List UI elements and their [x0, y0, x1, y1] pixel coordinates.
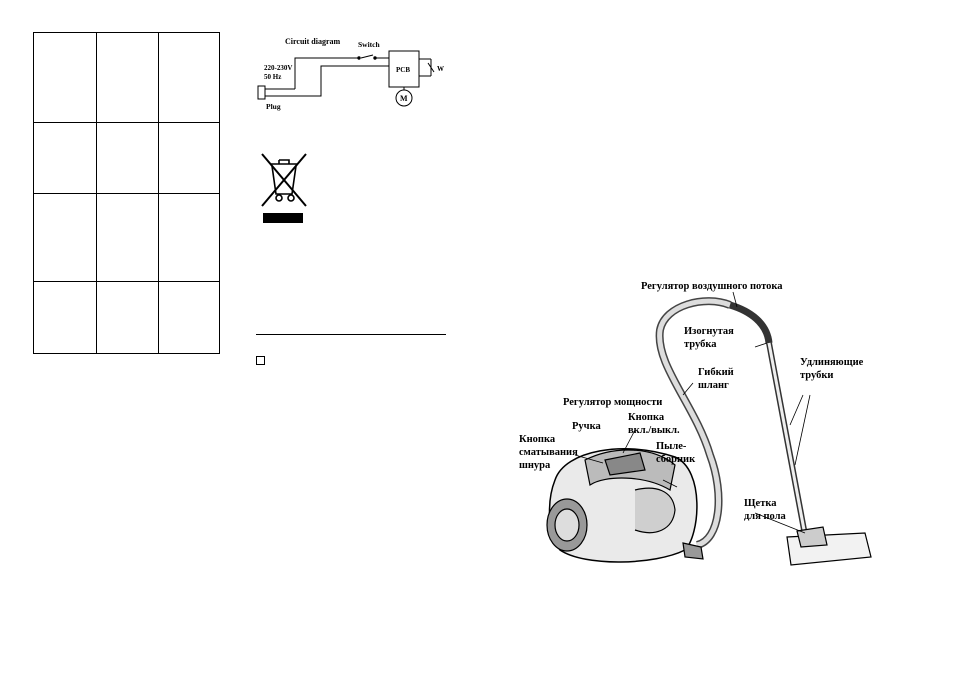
empty-table	[33, 32, 220, 354]
table-row-divider	[34, 281, 219, 282]
circuit-diagram: Circuit diagram Switch 220-230V 50 Hz Pl…	[257, 37, 444, 111]
voltage-label: 220-230V	[264, 64, 292, 72]
black-bar	[263, 213, 303, 223]
floor-brush-label-1: Щетка	[744, 498, 777, 509]
cord-rewind-label-1: Кнопка	[519, 434, 556, 445]
cord-rewind-label-2: сматывания	[519, 447, 578, 458]
switch-label: Switch	[358, 40, 380, 49]
onoff-button-label-1: Кнопка	[628, 412, 665, 423]
circuit-title: Circuit diagram	[285, 37, 341, 46]
checkbox[interactable]	[256, 356, 265, 365]
flexible-hose-label-1: Гибкий	[698, 367, 734, 378]
floor-brush-label-2: для пола	[744, 511, 786, 522]
dust-container-label-2: сборник	[656, 454, 696, 465]
power-regulator-label: Регулятор мощности	[563, 397, 663, 408]
cord-rewind-label-3: шнура	[519, 460, 551, 471]
horizontal-rule	[256, 334, 446, 335]
curved-tube-label-1: Изогнутая	[684, 326, 734, 337]
table-row-divider	[34, 193, 219, 194]
handle-label: Ручка	[572, 421, 601, 432]
airflow-regulator-label: Регулятор воздушного потока	[641, 281, 783, 292]
motor-label: M	[400, 94, 408, 103]
frequency-label: 50 Hz	[264, 73, 281, 81]
table-row-divider	[34, 122, 219, 123]
curved-tube-label-2: трубка	[684, 339, 717, 350]
plug-label: Plug	[266, 102, 281, 111]
pcb-label: PCB	[396, 66, 410, 74]
extension-tubes-label-1: Удлиняющие	[800, 357, 864, 368]
vacuum-cleaner-illustration	[546, 291, 872, 566]
w-label: W	[437, 65, 444, 73]
flexible-hose-label-2: шланг	[698, 380, 729, 391]
extension-tubes-label-2: трубки	[800, 370, 834, 381]
onoff-button-label-2: вкл./выкл.	[628, 425, 680, 436]
dust-container-label-1: Пыле-	[656, 441, 687, 452]
weee-recycle-icon	[261, 153, 307, 223]
